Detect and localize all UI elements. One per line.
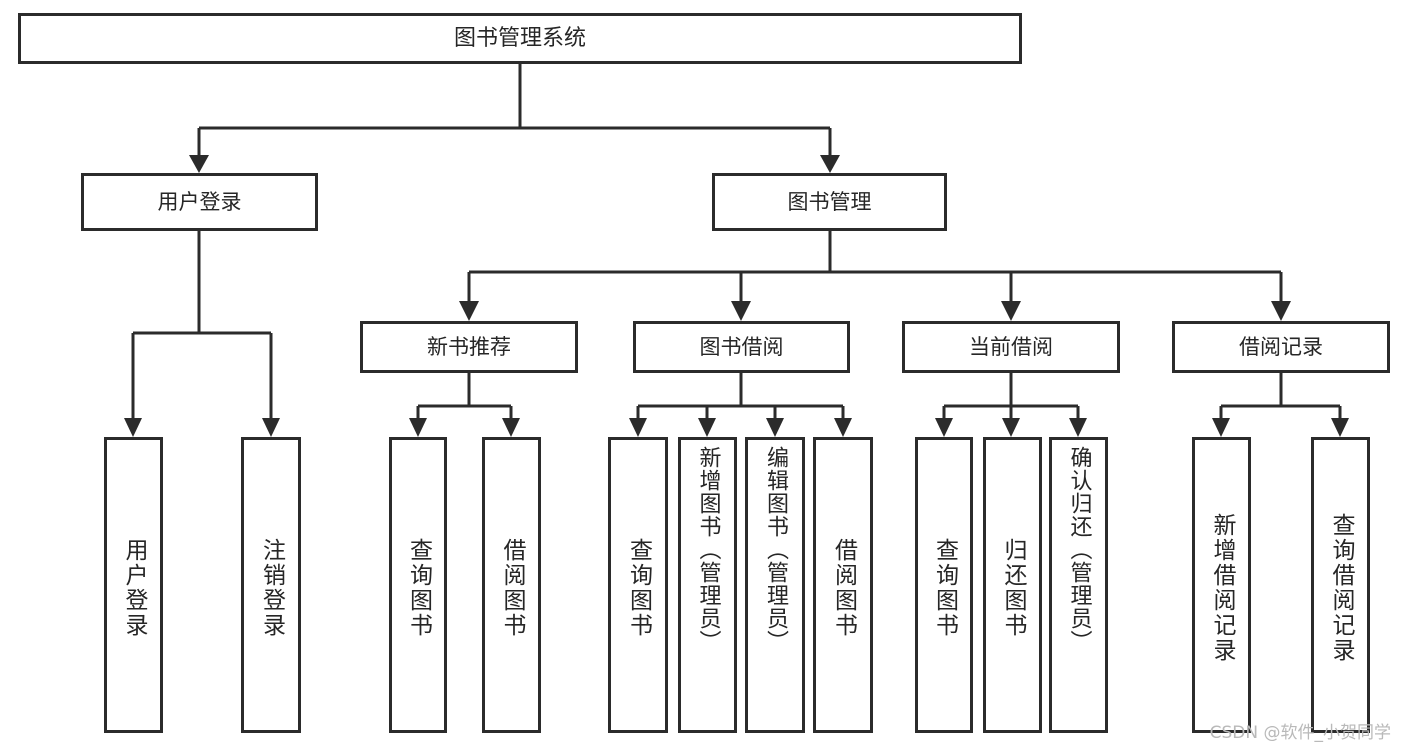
- csdn-watermark: CSDN @软件_小贺同学: [1209, 723, 1391, 743]
- leaf-user-login-signout-label: 注销登录: [258, 538, 285, 638]
- arrow-book-mgmt-c4: [1271, 301, 1291, 321]
- node-book-borrow[interactable]: 图书借阅: [633, 321, 850, 373]
- arrow-book-mgmt-c1: [459, 301, 479, 321]
- leaf-current-borrow-confirm-label: 确认归还（管理员）: [1066, 446, 1092, 653]
- leaf-book-borrow-add[interactable]: 新增图书（管理员）: [678, 437, 737, 733]
- leaf-user-login-signout[interactable]: 注销登录: [241, 437, 301, 733]
- arrow-book-borrow-l2: [698, 418, 716, 437]
- arrow-book-borrow-l4: [834, 418, 852, 437]
- node-user-login-label: 用户登录: [157, 189, 242, 214]
- node-book-borrow-label: 图书借阅: [699, 334, 784, 359]
- arrow-book-borrow-l3: [766, 418, 784, 437]
- node-new-book-recommend[interactable]: 新书推荐: [360, 321, 578, 373]
- leaf-book-borrow-query[interactable]: 查询图书: [608, 437, 668, 733]
- arrow-book-mgmt-c3: [1001, 301, 1021, 321]
- leaf-book-borrow-add-label: 新增图书（管理员）: [695, 446, 721, 653]
- arrow-current-borrow-l1: [935, 418, 953, 437]
- leaf-current-borrow-return-label: 归还图书: [1000, 538, 1026, 638]
- arrow-user-login-leaf2: [262, 418, 280, 437]
- leaf-book-borrow-query-label: 查询图书: [625, 538, 652, 638]
- leaf-borrow-record-add[interactable]: 新增借阅记录: [1192, 437, 1251, 733]
- arrow-borrow-record-l1: [1212, 418, 1230, 437]
- node-user-login[interactable]: 用户登录: [81, 173, 318, 231]
- node-root-system-label: 图书管理系统: [453, 25, 586, 51]
- arrow-borrow-record-l2: [1331, 418, 1349, 437]
- arrow-user-login-leaf1: [124, 418, 142, 437]
- leaf-current-borrow-query[interactable]: 查询图书: [915, 437, 973, 733]
- leaf-current-borrow-confirm[interactable]: 确认归还（管理员）: [1049, 437, 1108, 733]
- node-current-borrow-label: 当前借阅: [969, 334, 1053, 359]
- arrow-root-to-book-mgmt: [820, 155, 840, 173]
- leaf-borrow-record-add-label: 新增借阅记录: [1209, 513, 1235, 663]
- node-current-borrow[interactable]: 当前借阅: [902, 321, 1120, 373]
- leaf-current-borrow-return[interactable]: 归还图书: [983, 437, 1042, 733]
- node-new-book-recommend-label: 新书推荐: [427, 334, 511, 359]
- leaf-user-login-signin[interactable]: 用户登录: [104, 437, 163, 733]
- arrow-book-mgmt-c2: [731, 301, 751, 321]
- node-borrow-record-label: 借阅记录: [1239, 334, 1323, 359]
- leaf-borrow-record-query-label: 查询借阅记录: [1328, 513, 1354, 663]
- leaf-new-book-borrow-label: 借阅图书: [499, 538, 525, 638]
- leaf-new-book-query[interactable]: 查询图书: [389, 437, 447, 733]
- arrow-new-book-l1: [409, 418, 427, 437]
- leaf-new-book-borrow[interactable]: 借阅图书: [482, 437, 541, 733]
- node-book-management-label: 图书管理: [787, 189, 872, 214]
- leaf-borrow-record-query[interactable]: 查询借阅记录: [1311, 437, 1370, 733]
- leaf-book-borrow-edit-label: 编辑图书（管理员）: [763, 446, 788, 653]
- node-root-system[interactable]: 图书管理系统: [18, 13, 1022, 64]
- arrow-new-book-l2: [502, 418, 520, 437]
- node-borrow-record[interactable]: 借阅记录: [1172, 321, 1390, 373]
- node-book-management[interactable]: 图书管理: [712, 173, 947, 231]
- leaf-current-borrow-query-label: 查询图书: [931, 538, 958, 638]
- arrow-current-borrow-l3: [1069, 418, 1087, 437]
- leaf-book-borrow-borrow[interactable]: 借阅图书: [813, 437, 873, 733]
- arrow-root-to-user-login: [189, 155, 209, 173]
- leaf-user-login-signin-label: 用户登录: [121, 538, 147, 638]
- leaf-new-book-query-label: 查询图书: [405, 538, 432, 638]
- arrow-current-borrow-l2: [1002, 418, 1020, 437]
- leaf-book-borrow-edit[interactable]: 编辑图书（管理员）: [745, 437, 805, 733]
- arrow-book-borrow-l1: [629, 418, 647, 437]
- leaf-book-borrow-borrow-label: 借阅图书: [830, 538, 857, 638]
